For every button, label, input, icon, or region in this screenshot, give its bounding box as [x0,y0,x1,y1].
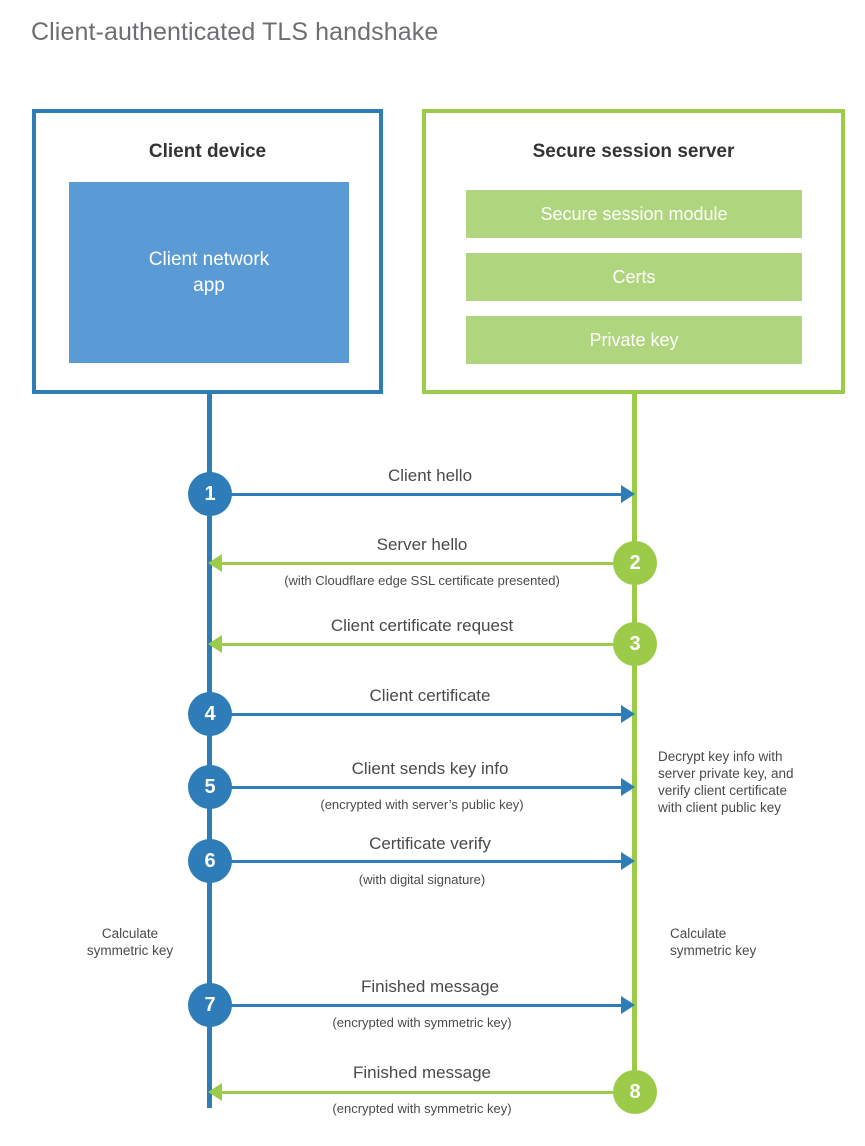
step-3-label: Client certificate request [330,616,514,635]
step-3-arrowhead-icon [208,635,222,653]
step-2-arrowhead-icon [208,554,222,572]
step-5-arrowhead-icon [621,778,635,796]
server-bar-certs: Certs [466,253,802,301]
step-6-arrowhead-icon [621,852,635,870]
step-7-sublabel: (encrypted with symmetric key) [332,1015,512,1030]
client-network-app-block: Client network app [69,182,349,363]
step-5-sublabel: (encrypted with server’s public key) [320,797,524,812]
step-8-sublabel: (encrypted with symmetric key) [332,1101,512,1116]
step-8-circle: 8 [613,1070,657,1114]
server-bar-private-key: Private key [466,316,802,364]
step-5-arrow-line [210,786,622,789]
step-7-arrow-line [210,1004,622,1007]
page-title: Client-authenticated TLS handshake [31,18,439,46]
step-5-label: Client sends key info [351,759,509,778]
client-lifeline [207,393,212,1108]
step-2-label: Server hello [376,535,468,554]
step-8-arrowhead-icon [208,1083,222,1101]
step-8-label: Finished message [353,1063,491,1082]
step-4-circle: 4 [188,692,232,736]
step-4-label: Client certificate [369,686,491,705]
step-2-arrow-line [222,562,634,565]
step-1-arrowhead-icon [621,485,635,503]
secure-session-server-box: Secure session server Secure session mod… [422,109,845,394]
step-6-sublabel: (with digital signature) [358,872,486,887]
secure-session-server-title: Secure session server [532,141,735,162]
client-calculate-symmetric-key-note: Calculate symmetric key [86,926,174,958]
step-1-label: Client hello [387,466,473,485]
step-3-arrow-line [222,643,634,646]
step-4-arrow-line [210,713,622,716]
step-6-label: Certificate verify [369,834,491,853]
step-4-arrowhead-icon [621,705,635,723]
step-8-arrow-line [222,1091,634,1094]
step-1-arrow-line [210,493,622,496]
step-7-circle: 7 [188,983,232,1027]
server-calculate-symmetric-key-note: Calculate symmetric key [670,926,757,958]
step-7-arrowhead-icon [621,996,635,1014]
step-2-sublabel: (with Cloudflare edge SSL certificate pr… [284,573,560,588]
step-7-label: Finished message [361,977,499,996]
client-device-box: Client device Client network app [32,109,383,394]
step-3-circle: 3 [613,622,657,666]
step-2-circle: 2 [613,541,657,585]
step-6-arrow-line [210,860,622,863]
step-5-circle: 5 [188,765,232,809]
server-decrypt-note: Decrypt key info with server private key… [658,749,794,815]
step-1-circle: 1 [188,472,232,516]
step-6-circle: 6 [188,839,232,883]
client-device-title: Client device [148,141,267,162]
server-lifeline [632,393,637,1093]
server-bar-secure-session-module: Secure session module [466,190,802,238]
